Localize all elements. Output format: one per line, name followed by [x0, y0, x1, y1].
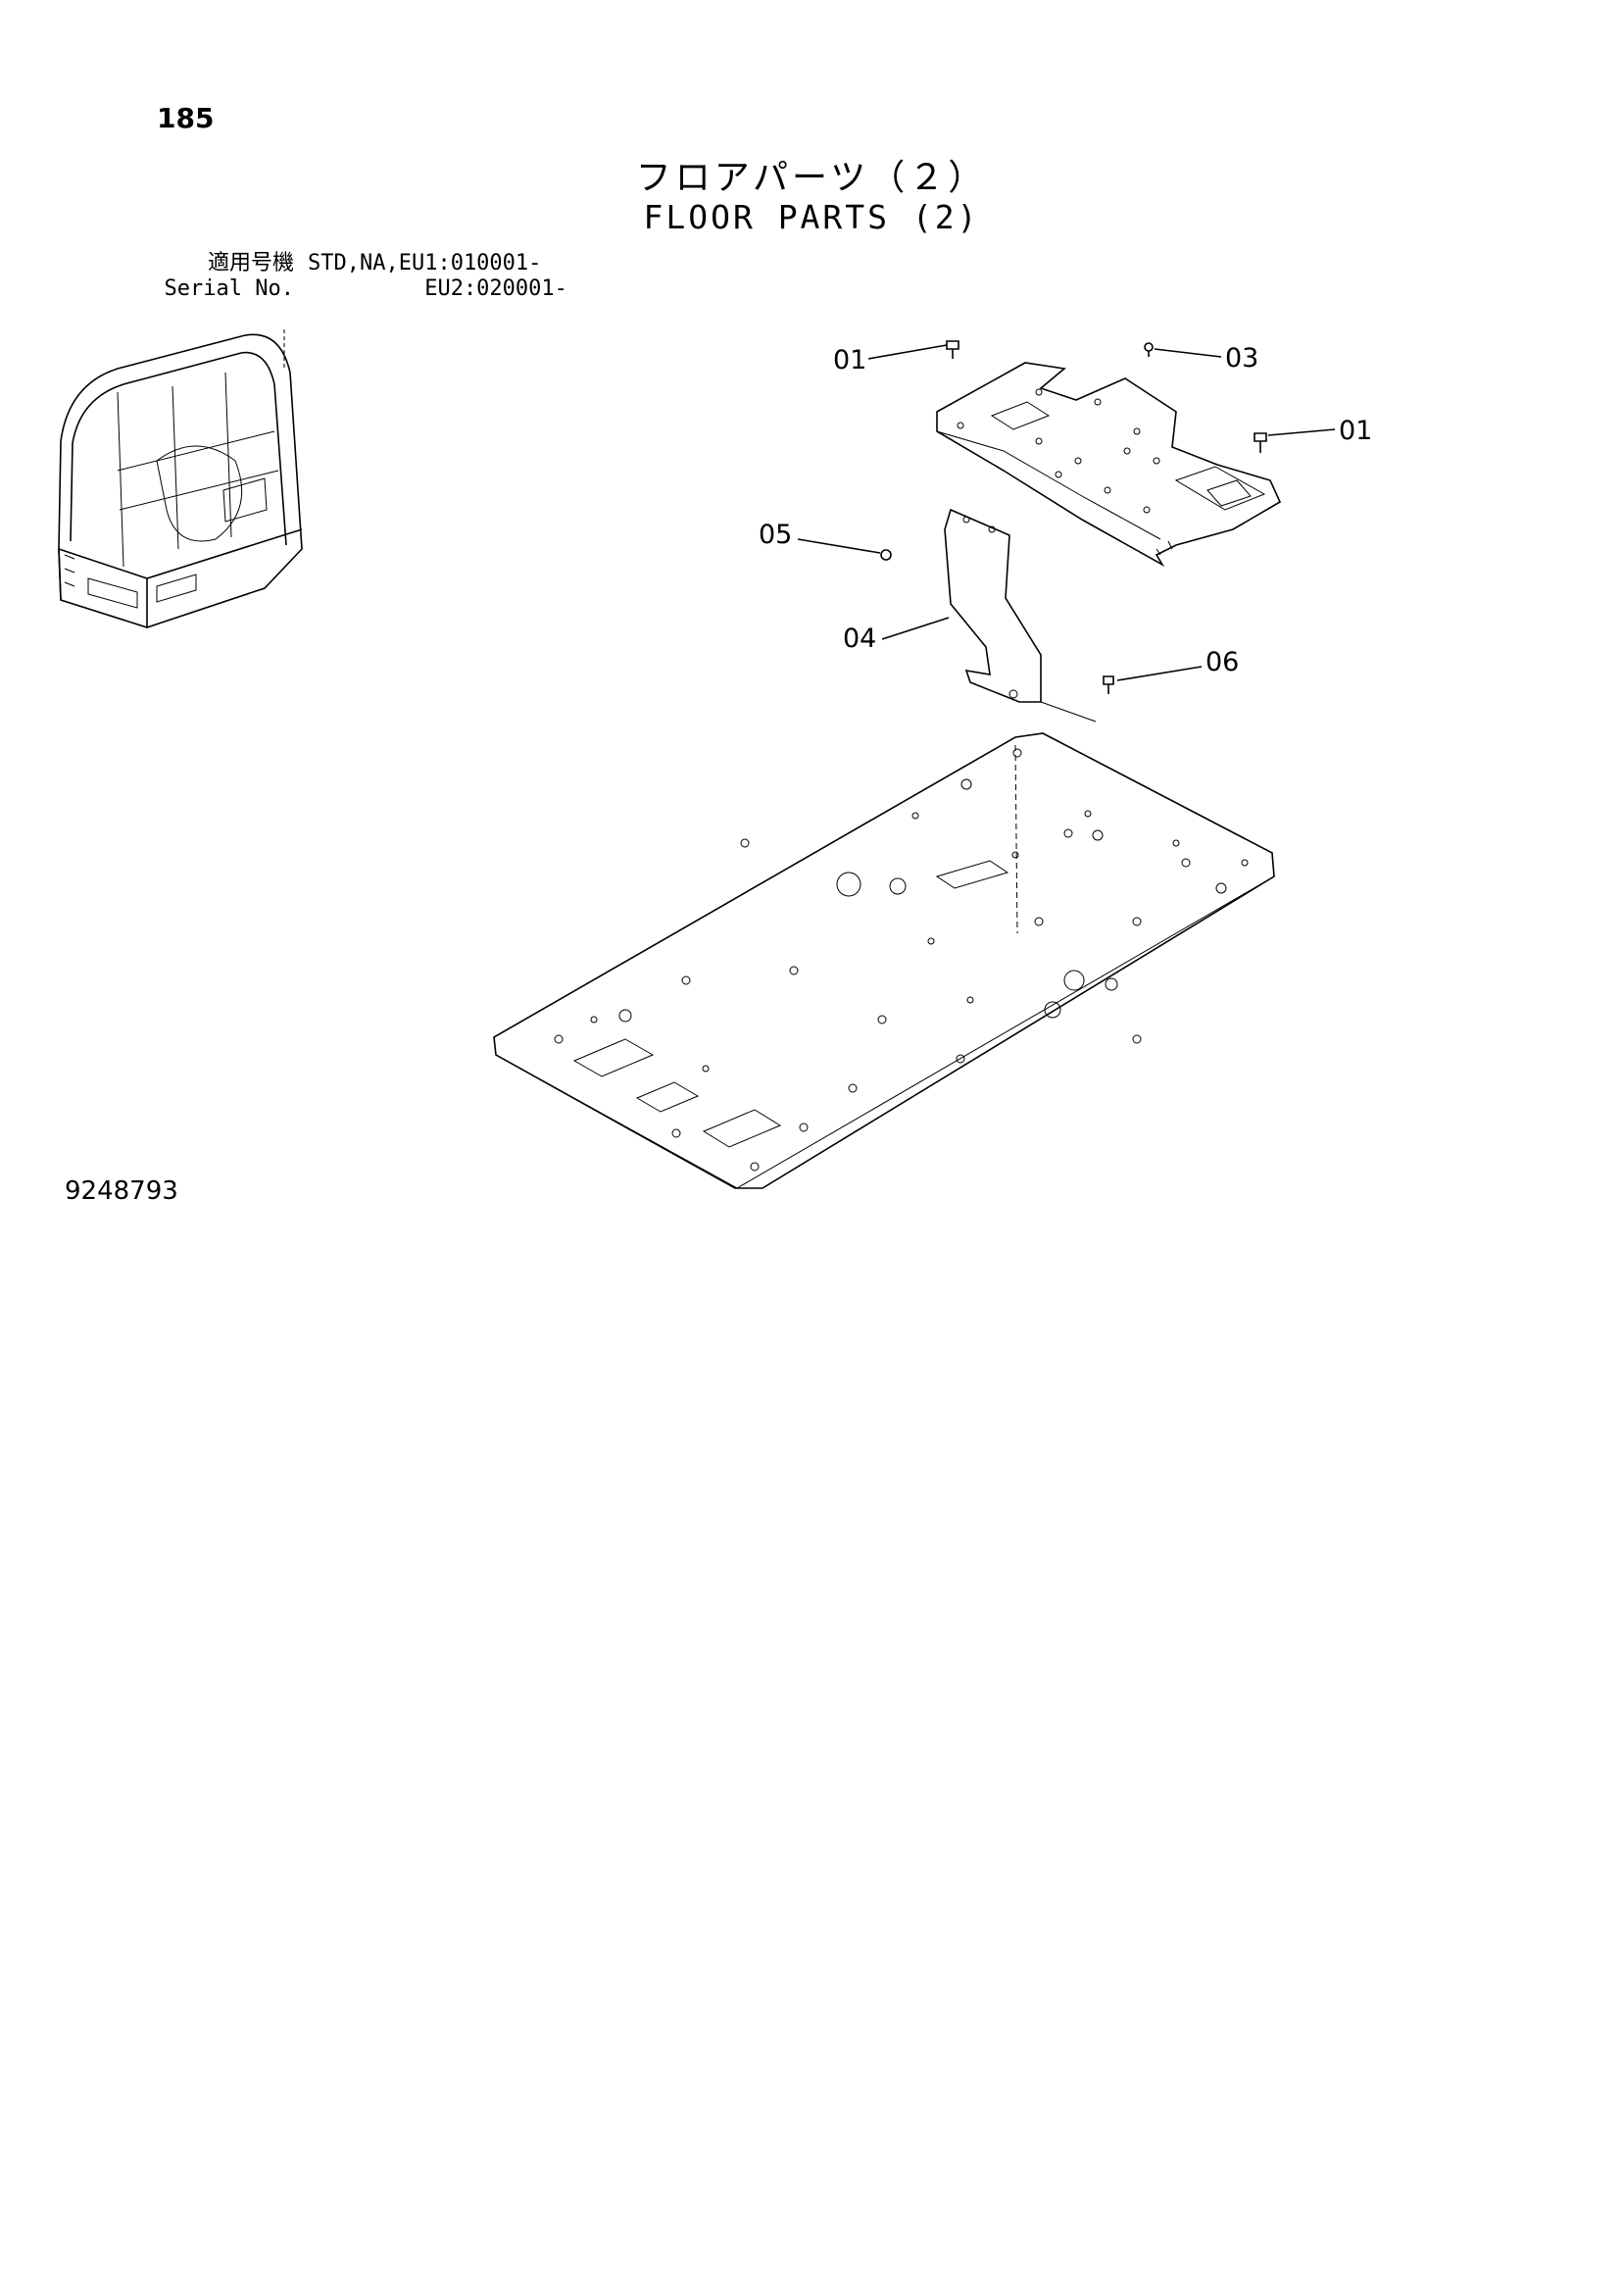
callout-05: 05 [759, 520, 792, 550]
page-title-english: FLOOR PARTS (2) [643, 198, 980, 236]
callout-01-top: 01 [833, 345, 866, 375]
callout-01-right: 01 [1339, 416, 1372, 446]
fasteners [797, 340, 1336, 694]
serial-labels: 適用号機 Serial No. [155, 251, 294, 302]
document-id: 9248793 [65, 1176, 178, 1206]
page-number: 185 [157, 102, 215, 134]
cab-overview-illustration [58, 329, 303, 628]
serial-label-en: Serial No. [164, 276, 294, 301]
serial-label-jp: 適用号機 [207, 251, 294, 275]
serial-line-1: STD,NA,EU1:010001- [308, 251, 542, 275]
serial-values: STD,NA,EU1:010001- EU2:020001- [308, 251, 567, 302]
callout-06: 06 [1205, 647, 1239, 677]
floor-plate [493, 732, 1275, 1189]
serial-line-2: EU2:020001- [308, 276, 567, 301]
upper-bracket-plate [936, 362, 1282, 568]
callout-04: 04 [843, 624, 876, 654]
page-title-japanese: フロアパーツ（２） [635, 158, 988, 198]
bracket-part-04 [944, 508, 1097, 723]
callout-03: 03 [1225, 343, 1258, 374]
